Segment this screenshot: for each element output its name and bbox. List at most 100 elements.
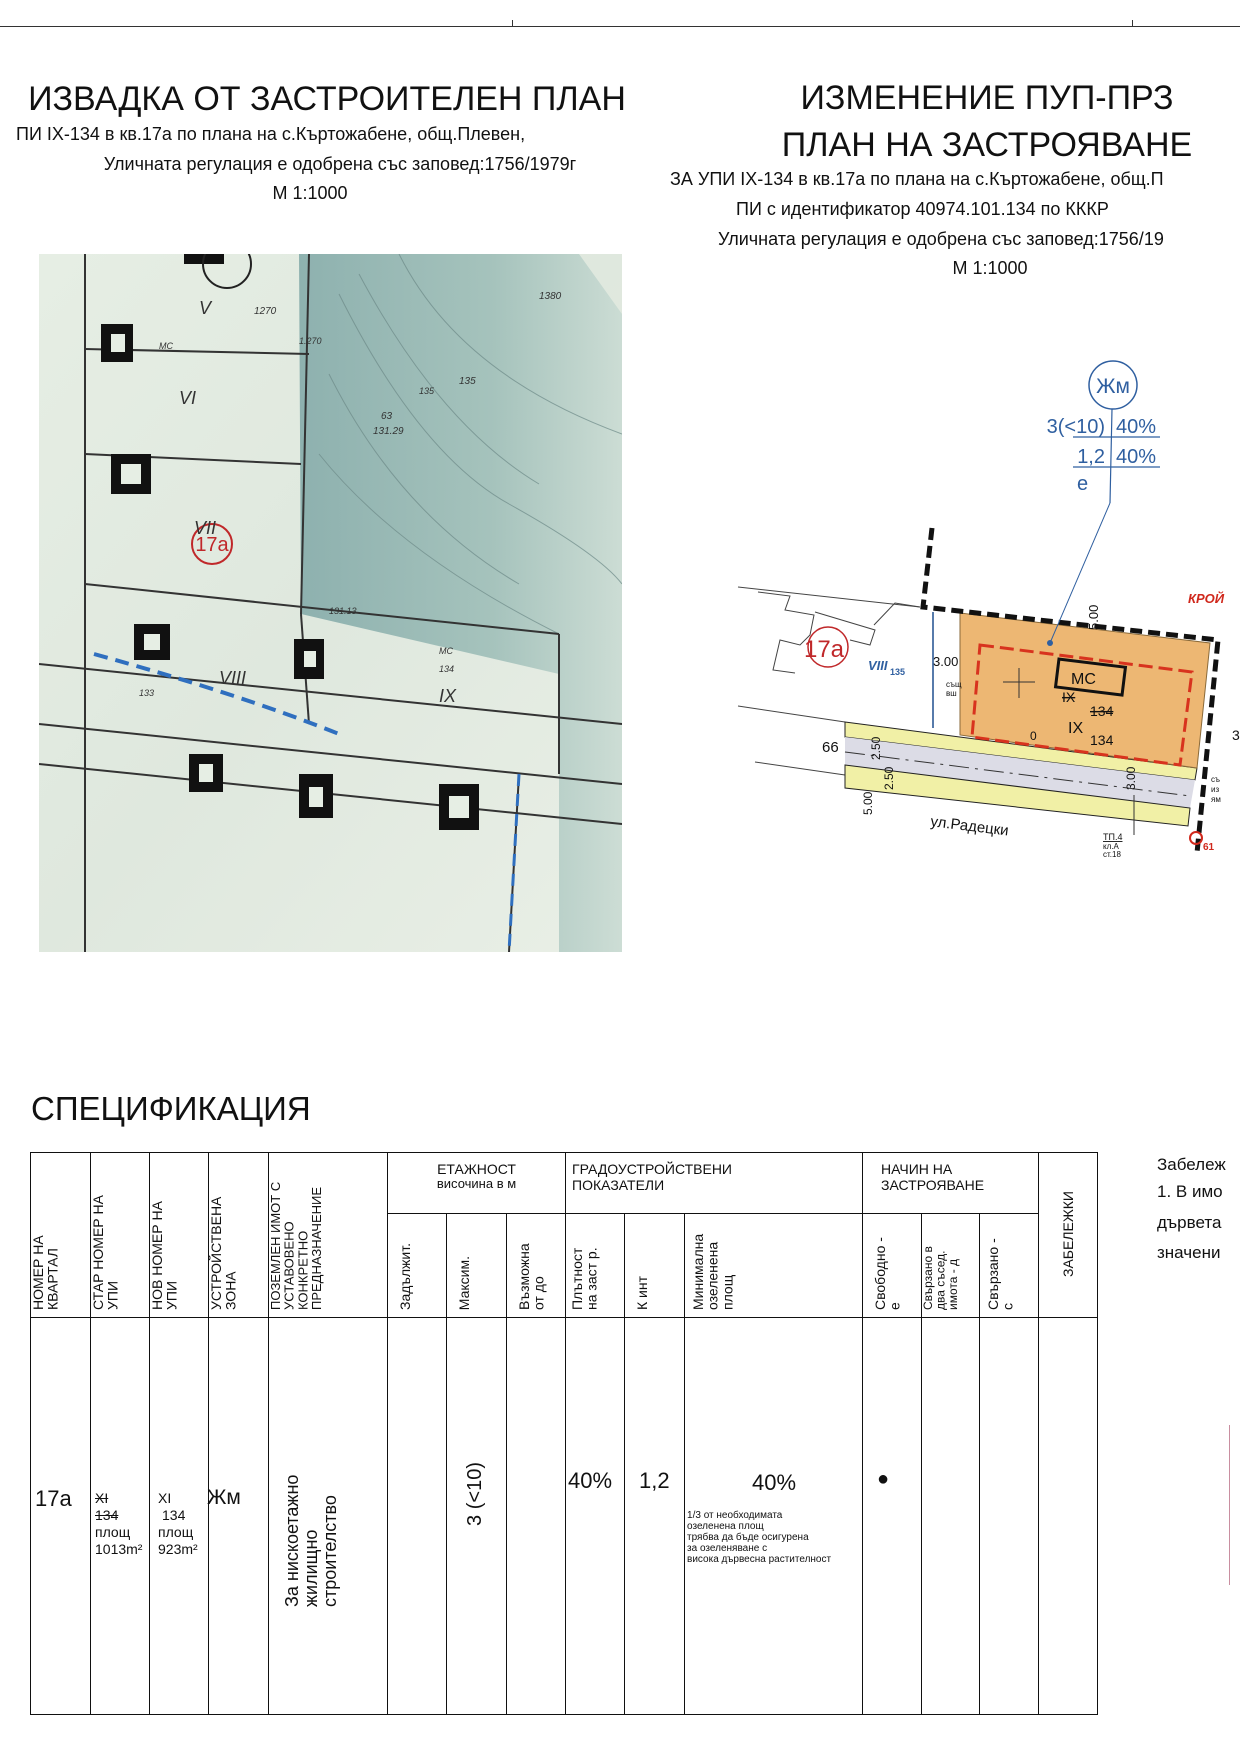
plan-neighbor-num: 135: [890, 667, 905, 677]
plan-dim-right: 3.00: [1124, 766, 1138, 790]
notes-line: значени: [1157, 1243, 1221, 1262]
notes-line: дървета: [1157, 1213, 1222, 1232]
plan-mode: е: [1077, 473, 1088, 495]
cell-density: 40%: [565, 1317, 626, 1715]
plan-neighbor-right: КРОЙ: [1188, 590, 1225, 606]
header-density: Плътност на заст р.: [565, 1213, 626, 1318]
header-kvartal: НОМЕР НА КВАРТАЛ: [30, 1152, 91, 1318]
map-block-label: 17а: [195, 534, 229, 556]
header-linked: Свързано - с: [979, 1213, 1040, 1318]
cell-kint: 1,2: [624, 1317, 686, 1715]
plan-tp-1: ТП.4: [1103, 832, 1122, 842]
plan-building-label: МС: [1071, 671, 1096, 688]
right-subtitle-2: ПИ с идентификатор 40974.101.134 по КККР: [736, 199, 1109, 219]
header-max: Максим.: [446, 1213, 507, 1318]
plan-dim-top: 5.00: [1086, 605, 1101, 630]
map-label: 1.270: [299, 336, 322, 346]
plan-existing-2: вш: [946, 689, 957, 698]
cell-purpose: За нискоетажно жилищно строителство: [268, 1317, 388, 1715]
header-purpose: ПОЗЕМЛЕН ИМОТ С УСТАВОВЕНО КОНКРЕТНО ПРЕ…: [268, 1152, 388, 1318]
map-label: 63: [381, 411, 393, 422]
cell-linked: [979, 1317, 1040, 1715]
left-subtitle-1: ПИ IX-134 в кв.17а по плана на с.Къртожа…: [16, 124, 526, 144]
old-plan-map: 17а V VI VII VIII IX 1270 1380 135 63 13…: [39, 254, 622, 952]
cell-mandatory: [387, 1317, 447, 1715]
header-zone: УСТРОЙСТВЕНА ЗОНА: [208, 1152, 269, 1318]
map-label: 131.29: [373, 426, 404, 437]
cell-max: 3 (<10): [446, 1317, 507, 1715]
map-label: 135: [459, 376, 476, 387]
map-label: IX: [439, 686, 457, 706]
right-scale: М 1:1000: [952, 258, 1028, 278]
plan-dim-street-3: 5.00: [861, 791, 875, 815]
plan-tp-2: кл.А: [1103, 842, 1119, 851]
plan-block-label: 17а: [804, 636, 845, 663]
page-top-rule: [0, 26, 1240, 27]
right-title-1: ИЗМЕНЕНИЕ ПУП-ПРЗ: [800, 79, 1174, 117]
plan-density: 40%: [1116, 416, 1156, 438]
map-label: МС: [439, 646, 453, 656]
left-title: ИЗВАДКА ОТ ЗАСТРОИТЕЛЕН ПЛАН: [28, 80, 626, 118]
map-label: 134: [439, 664, 454, 674]
header-min-green: Минимална озеленена площ: [684, 1213, 864, 1318]
header-new-upi: НОВ НОМЕР НА УПИ: [149, 1152, 209, 1318]
cell-notes: [1038, 1317, 1099, 1715]
cell-possible: [505, 1317, 567, 1715]
plan-tp-3: ст.18: [1103, 850, 1121, 859]
map-label: 131.13: [329, 606, 357, 616]
cell-zone: Жм: [207, 1317, 269, 1715]
header-kint: К инт: [624, 1213, 686, 1318]
plan-zone-label: Жм: [1096, 375, 1130, 398]
header-possible: Възможна от до: [505, 1213, 567, 1318]
map-label: 1380: [539, 291, 562, 302]
header-old-upi: СТАР НОМЕР НА УПИ: [90, 1152, 150, 1318]
plan-cut: съ: [1211, 775, 1220, 784]
plan-right-num: 61: [1203, 842, 1215, 853]
plan-old-upi-num: 134: [1090, 703, 1114, 719]
header-free: Свободно - е: [862, 1213, 923, 1318]
map-label: VI: [179, 388, 196, 408]
plan-old-upi: IX: [1062, 689, 1076, 705]
plan-existing-1: същ: [946, 680, 962, 689]
plan-dim-left: 3.00: [933, 654, 958, 669]
plan-dim-street-1: 2.50: [869, 736, 883, 760]
map-label: 135: [419, 386, 435, 396]
cell-free: ●: [862, 1317, 923, 1715]
plan-new-upi-num: 134: [1090, 732, 1114, 748]
notes-line: 1. В имо: [1157, 1182, 1223, 1201]
spec-title: СПЕЦИФИКАЦИЯ: [31, 1090, 311, 1127]
header-mandatory: Задължит.: [387, 1213, 447, 1318]
right-title-2: ПЛАН НА ЗАСТРОЯВАНЕ: [781, 126, 1193, 164]
map-label: 133: [139, 688, 154, 698]
plan-street-num: 66: [822, 739, 839, 756]
map-label: VII: [194, 518, 216, 538]
map-label: VIII: [219, 668, 246, 688]
right-subtitle-3: Уличната регулация е одобрена със запове…: [718, 229, 1164, 249]
spec-table: НОМЕР НА КВАРТАЛ СТАР НОМЕР НА УПИ НОВ Н…: [30, 1152, 1099, 1715]
right-subtitle-1: ЗА УПИ IX-134 в кв.17а по плана на с.Кър…: [670, 169, 1164, 189]
plan-neighbor: VIII: [868, 658, 888, 673]
rule-tick: [1132, 20, 1133, 27]
header-mode-group: НАЧИН НА ЗАСТРОЯВАНЕ: [862, 1152, 1040, 1214]
header-notes: ЗАБЕЛЕЖКИ: [1038, 1152, 1099, 1318]
plan-cut: из: [1211, 785, 1219, 794]
map-label: V: [199, 298, 213, 318]
plan-street-name: ул.Радецки: [930, 813, 1010, 839]
plan-kint: 1,2: [1077, 446, 1105, 468]
cell-kvartal: 17а: [30, 1317, 91, 1715]
plan-zero: 0: [1030, 729, 1037, 743]
plan-new-upi: IX: [1068, 720, 1083, 737]
plan-cut: ям: [1211, 795, 1221, 804]
rule-tick: [512, 20, 513, 27]
map-label: МС: [159, 341, 173, 351]
plan-floors: 3(<10): [1047, 416, 1105, 438]
plan-dim-street-2: 2.50: [882, 766, 896, 790]
header-indicators-group: ГРАДОУСТРОЙСТВЕНИ ПОКАЗАТЕЛИ: [565, 1152, 864, 1214]
plan-green: 40%: [1116, 446, 1156, 468]
map-label: 1270: [254, 306, 277, 317]
